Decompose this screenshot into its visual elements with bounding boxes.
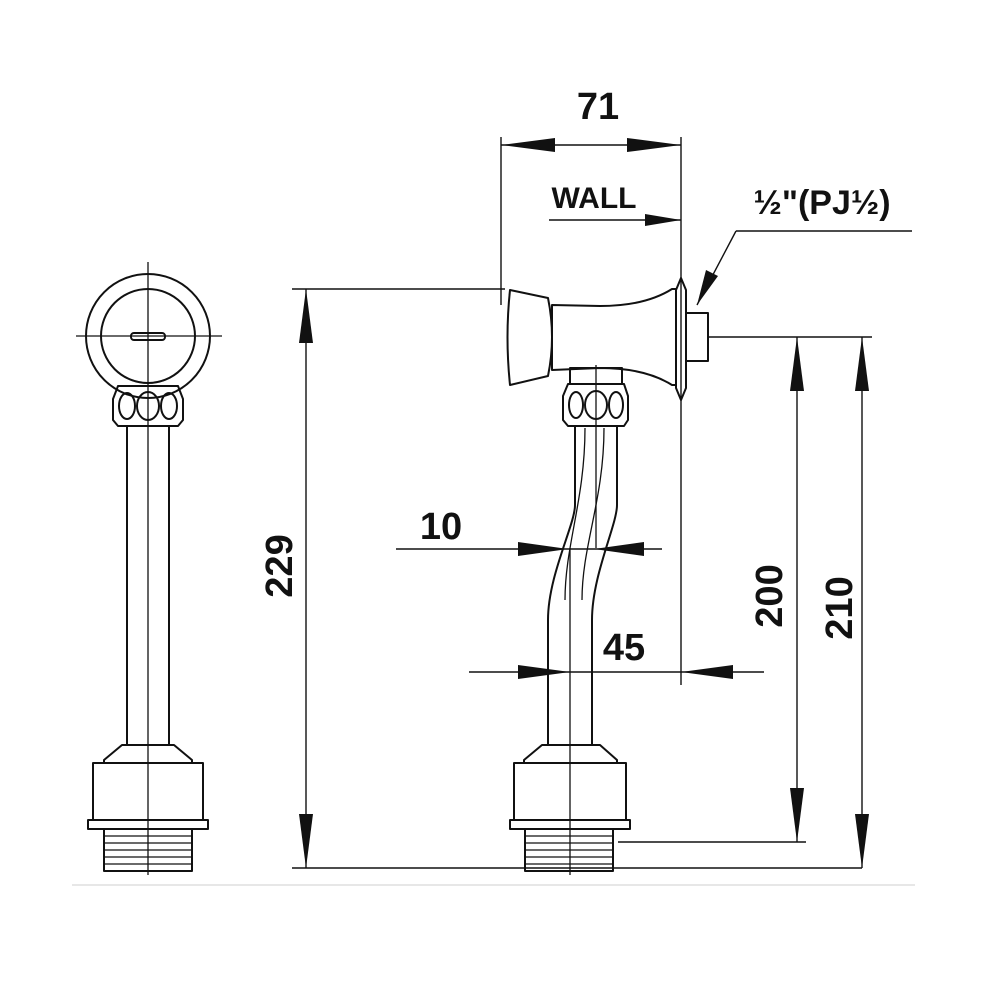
wall-marker: WALL [549, 182, 681, 226]
front-view [76, 262, 222, 875]
dimension-10: 10 [396, 506, 662, 556]
dimension-200: 200 [618, 336, 872, 843]
dimension-200-label: 200 [749, 564, 791, 627]
dimension-71-label: 71 [577, 86, 619, 128]
dimension-45: 45 [469, 627, 764, 679]
dimension-210: 210 [819, 337, 869, 868]
thread-callout: ½"(PJ½) [696, 184, 912, 306]
dimension-71: 71 [500, 86, 682, 685]
dimension-10-label: 10 [420, 506, 462, 548]
dimension-229: 229 [259, 288, 862, 869]
dimension-45-label: 45 [603, 627, 645, 669]
dimension-229-label: 229 [259, 534, 301, 597]
side-view [506, 277, 709, 875]
dimension-210-label: 210 [819, 576, 861, 639]
wall-label: WALL [552, 182, 637, 215]
thread-size-label: ½"(PJ½) [753, 184, 890, 222]
